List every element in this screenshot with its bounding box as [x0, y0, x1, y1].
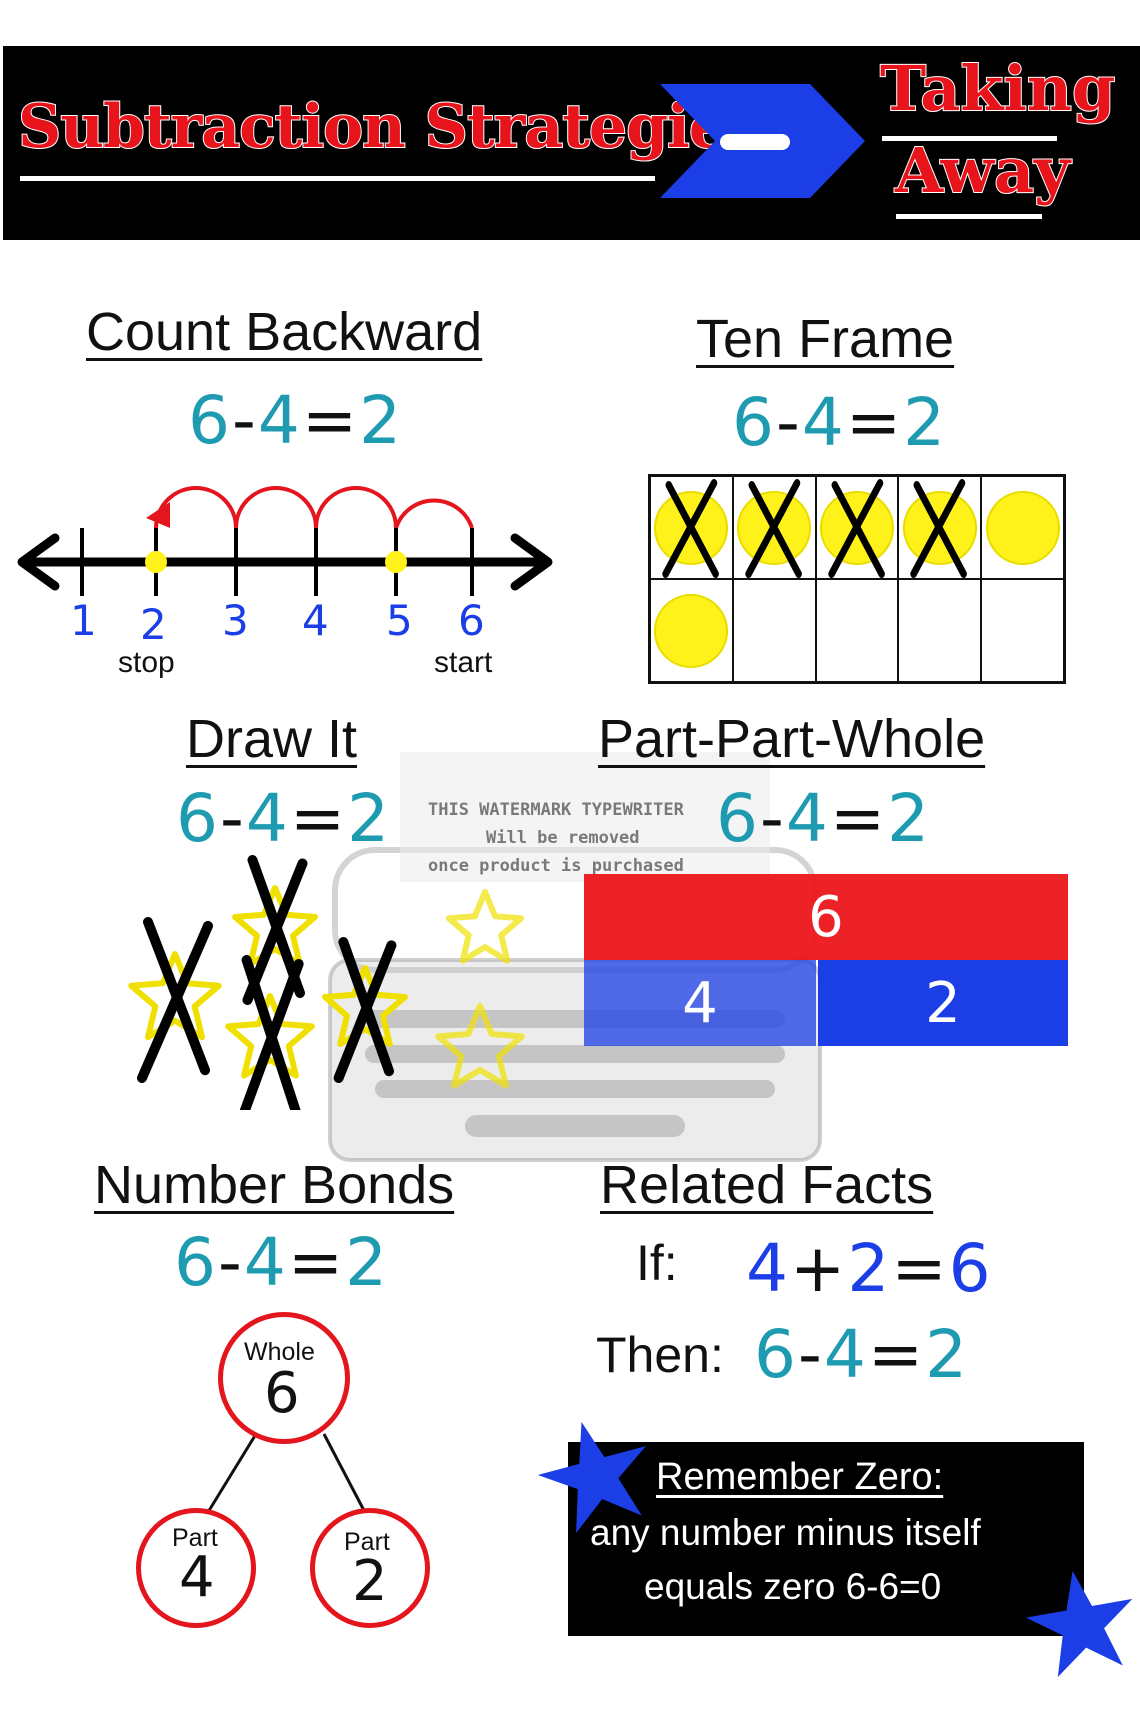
- ten-frame-cell: [732, 476, 816, 579]
- count-backward-title: Count Backward: [86, 302, 483, 362]
- remember-zero-box: [568, 1442, 1084, 1636]
- star-icon: [537, 1421, 646, 1534]
- arrow-icon: [660, 84, 865, 198]
- ten-frame-equation: 6-4=2: [732, 384, 948, 461]
- if-equation: 4+2=6: [746, 1230, 993, 1307]
- whole-bar: 6: [584, 874, 1068, 960]
- star-icon: [1026, 1570, 1133, 1678]
- remember-zero-line: equals zero 6-6=0: [644, 1566, 942, 1607]
- remember-zero-title: Remember Zero:: [656, 1456, 944, 1498]
- count-backward-equation: 6-4=2: [188, 382, 404, 459]
- watermark-paper: [400, 752, 770, 882]
- counter-dot: [654, 593, 729, 668]
- number-bond-connectors: [200, 1433, 372, 1523]
- draw-it-title: Draw It: [186, 709, 358, 769]
- ten-frame-cell: [650, 579, 733, 682]
- star-icon: [445, 889, 525, 964]
- number-bonds-equation: 6-4=2: [174, 1224, 390, 1301]
- watermark-line: once product is purchased: [428, 856, 684, 876]
- number-line: [17, 486, 553, 596]
- number-bonds-title: Number Bonds: [94, 1155, 455, 1215]
- bond-whole-label: Whole: [244, 1338, 315, 1366]
- watermark-line: THIS WATERMARK TYPEWRITER: [428, 800, 684, 820]
- ten-frame-cell: [981, 579, 1064, 682]
- ten-frame-title: Ten Frame: [696, 309, 955, 369]
- header-subtitle-taking: Taking: [879, 52, 1116, 125]
- bond-part-a-label: Part: [172, 1524, 218, 1552]
- star-icon: [232, 885, 318, 967]
- cross-out-icon: [333, 937, 397, 1083]
- draw-it-drawing: [128, 855, 525, 1110]
- ten-frame-cell: [981, 476, 1064, 579]
- start-label: start: [434, 646, 493, 679]
- part-part-whole-equation: 6-4=2: [716, 780, 932, 857]
- star-icon: [435, 1003, 525, 1089]
- ten-frame-cell: [898, 579, 982, 682]
- part-part-whole-title: Part-Part-Whole: [598, 709, 986, 769]
- cross-out-icon: [662, 479, 719, 578]
- hop-arrowhead: [146, 502, 170, 528]
- cross-out-icon: [827, 479, 885, 578]
- ten-frame-cell: [898, 476, 982, 579]
- star-icon: [225, 993, 315, 1079]
- bond-part-a-circle: [136, 1508, 256, 1628]
- cross-out-icon: [239, 955, 304, 1110]
- cross-out-icon: [137, 917, 213, 1083]
- header-away-underline: [896, 214, 1042, 219]
- draw-it-equation: 6-4=2: [176, 780, 392, 857]
- number-line-label: 1: [70, 596, 97, 645]
- cross-out-icon: [910, 479, 968, 578]
- stop-label: stop: [118, 646, 175, 679]
- star-icon: [128, 951, 222, 1041]
- number-line-label: 4: [302, 596, 329, 645]
- ten-frame-cell: [650, 476, 733, 579]
- counter-dot: [985, 490, 1060, 565]
- part-bar-b: 2: [818, 960, 1068, 1046]
- header-title: Subtraction Strategies: [17, 91, 761, 163]
- bond-part-a-value: 4: [179, 1545, 215, 1610]
- then-label: Then:: [596, 1327, 724, 1383]
- bond-part-b-value: 2: [352, 1549, 388, 1614]
- if-label: If:: [636, 1235, 678, 1291]
- bond-whole-circle: [218, 1312, 350, 1444]
- then-equation: 6-4=2: [754, 1316, 970, 1393]
- bond-part-b-label: Part: [344, 1528, 390, 1556]
- remember-zero-line: any number minus itself: [590, 1512, 981, 1553]
- part-bar-a: 4: [584, 960, 816, 1046]
- cross-out-icon: [745, 479, 802, 578]
- header-banner: [3, 46, 1140, 240]
- number-line-label: 6: [458, 596, 485, 645]
- ten-frame-cell: [815, 476, 899, 579]
- number-line-label: 5: [386, 596, 413, 645]
- bond-part-b-circle: [310, 1508, 430, 1628]
- header-title-underline: [20, 176, 655, 181]
- related-facts-title: Related Facts: [600, 1155, 934, 1215]
- bond-whole-value: 6: [264, 1361, 300, 1426]
- ten-frame-cell: [732, 579, 816, 682]
- watermark-line: Will be removed: [486, 828, 640, 848]
- star-icon: [322, 965, 408, 1047]
- header-taking-underline: [882, 136, 1057, 141]
- ten-frame-grid: [648, 474, 1066, 684]
- number-line-label: 2: [140, 600, 167, 649]
- number-line-label: 3: [222, 596, 249, 645]
- ten-frame-cell: [815, 579, 899, 682]
- header-subtitle-away: Away: [894, 134, 1071, 207]
